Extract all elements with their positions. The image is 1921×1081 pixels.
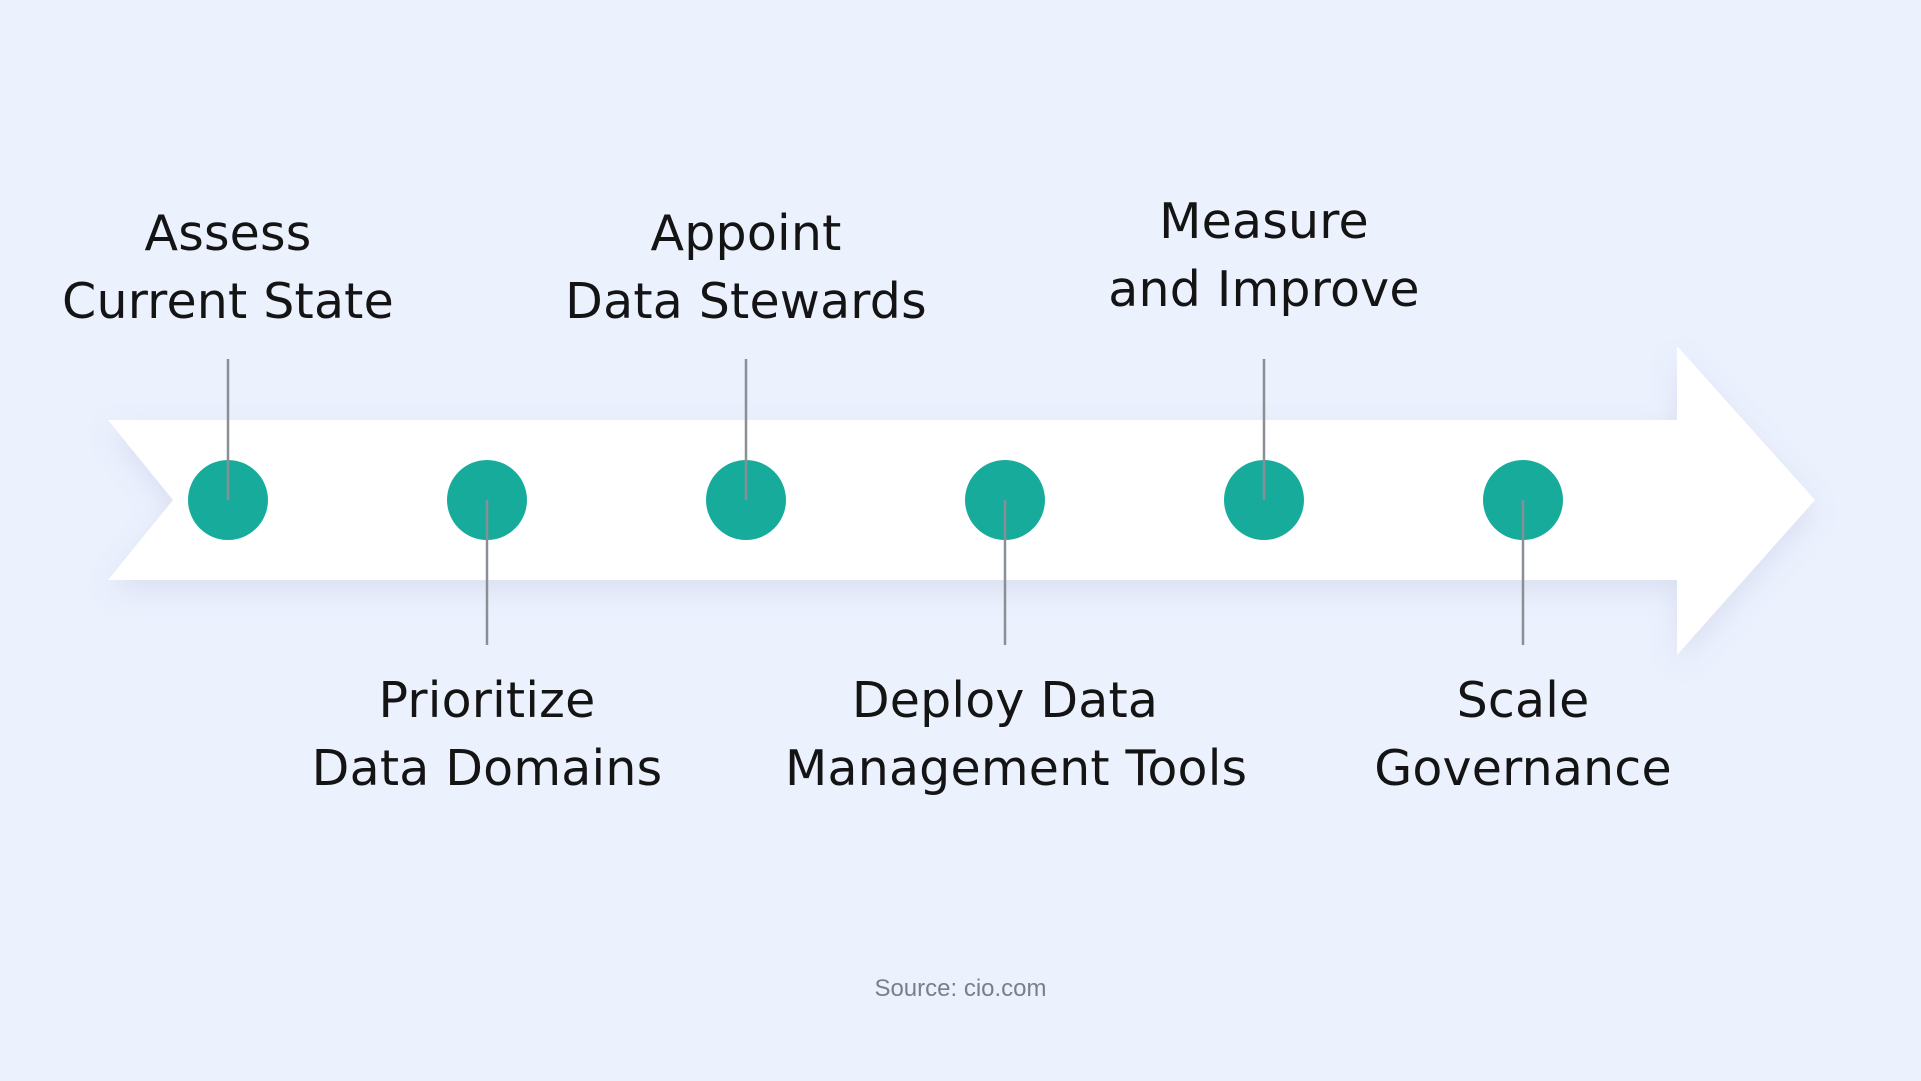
step-label-line: Current State: [62, 273, 394, 330]
timeline-arrow: [108, 346, 1815, 655]
step-label-line: Measure: [1159, 193, 1369, 250]
step-label-line: Scale: [1456, 672, 1590, 729]
step-label-line: Management Tools: [785, 740, 1248, 797]
step-label: Measure and Improve: [1044, 188, 1484, 324]
step-label-line: Assess: [144, 205, 312, 262]
source-caption: Source: cio.com: [874, 975, 1047, 1002]
step-label-line: Data Domains: [311, 740, 663, 797]
step-label-line: Deploy Data: [851, 672, 1159, 729]
step-markers: [188, 359, 1563, 645]
step-label-line: and Improve: [1108, 261, 1420, 318]
step-label-line: Data Stewards: [565, 273, 927, 330]
step-label-line: Governance: [1374, 740, 1672, 797]
step-label-line: Prioritize: [378, 672, 596, 729]
step-label-line: Appoint: [650, 205, 842, 262]
